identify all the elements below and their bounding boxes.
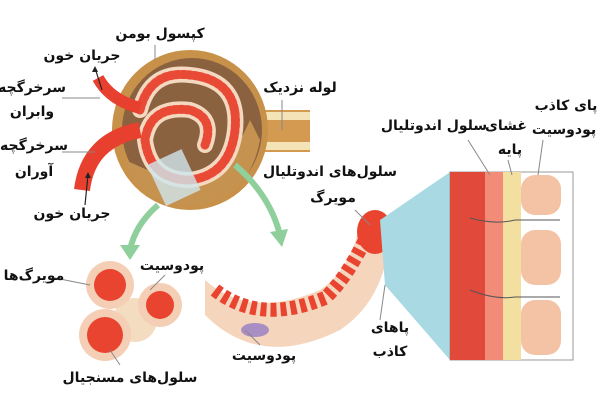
zoom-projection: [380, 172, 450, 360]
label-basement-membrane-2: پایه: [497, 142, 523, 158]
zoom-arrow-left: [127, 202, 160, 251]
afferent-arteriole: [74, 122, 142, 192]
label-podocyte-left: پودوسیت: [139, 258, 205, 274]
membrane-detail-panel: [449, 171, 574, 361]
capillary-cross-section: [79, 261, 182, 361]
label-efferent-1: سرخرگچه: [0, 80, 66, 96]
label-mesangial-cells: سلول‌های مسنجیال: [62, 370, 198, 386]
label-capillaries: مویرگ‌ها: [3, 268, 65, 284]
label-proximal-tubule: لوله نزدیک: [263, 80, 337, 96]
label-blood-flow-bottom: جریان خون: [33, 206, 111, 222]
blood-flow-arrow-in: [84, 174, 89, 206]
leader-lines: [54, 45, 544, 366]
label-pseudopods-2: کاذب: [372, 344, 408, 360]
label-bowman-capsule: کپسول بومن: [115, 26, 205, 42]
label-capillary-endothelial-2: مویرگ: [310, 190, 356, 206]
label-efferent-2: وابران: [9, 104, 55, 120]
label-podocyte-foot-2: پودوسیت: [531, 122, 597, 138]
label-afferent-1: سرخرگچه: [0, 138, 68, 154]
label-pseudopods-1: پاهای: [370, 320, 410, 336]
label-basement-membrane-1: غشای: [485, 118, 527, 134]
label-endothelial-cell: سلول اندوتلیال: [380, 118, 488, 134]
label-podocyte-bottom: پودوسیت: [231, 348, 297, 364]
label-blood-flow-top: جریان خون: [43, 48, 121, 64]
label-afferent-2: آوران: [14, 164, 54, 180]
label-podocyte-foot-1: پای کاذب: [534, 98, 598, 114]
label-capillary-endothelial-1: سلول‌های اندوتلیال: [262, 164, 398, 180]
efferent-arteriole: [92, 74, 142, 114]
zoom-arrow-right: [233, 162, 283, 236]
zoom-region-box: [147, 149, 201, 206]
capillary-segment: [205, 225, 390, 347]
